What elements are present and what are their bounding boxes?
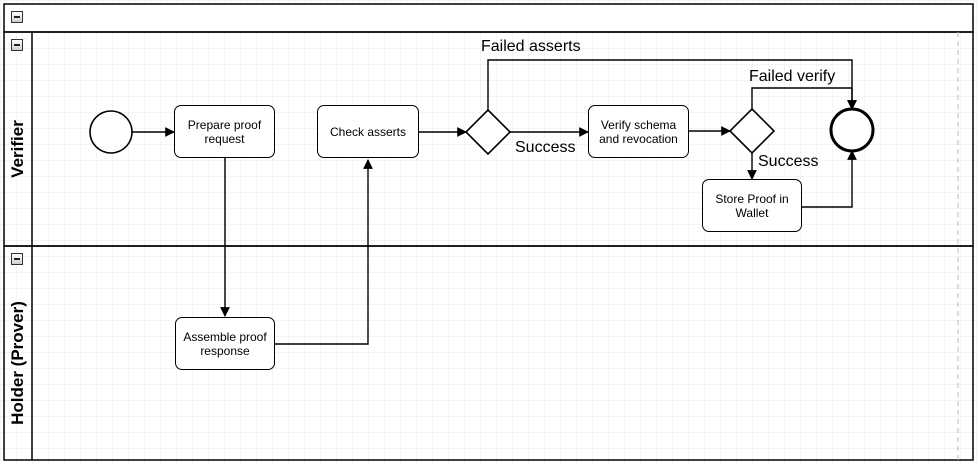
edge-assemble-check — [275, 159, 373, 345]
lane-label-verifier: Verifier — [8, 120, 27, 178]
task-store-proof-in-wallet[interactable]: Store Proof in Wallet — [702, 179, 802, 232]
gateway-verify[interactable] — [728, 107, 776, 155]
edge-label-success-verify: Success — [758, 153, 819, 170]
edge-label-failed-verify: Failed verify — [749, 68, 836, 85]
edge-failed-verify — [751, 87, 857, 110]
lane-holder — [3, 245, 974, 461]
task-check-asserts[interactable]: Check asserts — [317, 105, 419, 158]
collapse-holder-lane-button[interactable] — [11, 253, 23, 265]
end-event[interactable] — [829, 107, 875, 153]
lane-label-holder: Holder (Prover) — [8, 301, 27, 425]
lane-label-verifier-container: Verifier — [4, 52, 32, 246]
collapse-pool-button[interactable] — [11, 11, 23, 23]
pool-header — [3, 3, 974, 33]
task-verify-schema-revocation[interactable]: Verify schema and revocation — [588, 105, 689, 158]
edge-failed-asserts — [487, 59, 857, 110]
task-assemble-proof-response[interactable]: Assemble proof response — [175, 317, 275, 370]
lane-label-holder-container: Holder (Prover) — [4, 266, 32, 460]
edge-label-failed-asserts: Failed asserts — [481, 38, 581, 55]
gateway-asserts[interactable] — [464, 108, 512, 156]
task-prepare-proof-request[interactable]: Prepare proof request — [174, 105, 275, 158]
collapse-verifier-lane-button[interactable] — [11, 39, 23, 51]
edge-store-end — [802, 150, 857, 208]
start-event[interactable] — [89, 110, 133, 154]
edge-label-success-asserts: Success — [515, 139, 576, 156]
